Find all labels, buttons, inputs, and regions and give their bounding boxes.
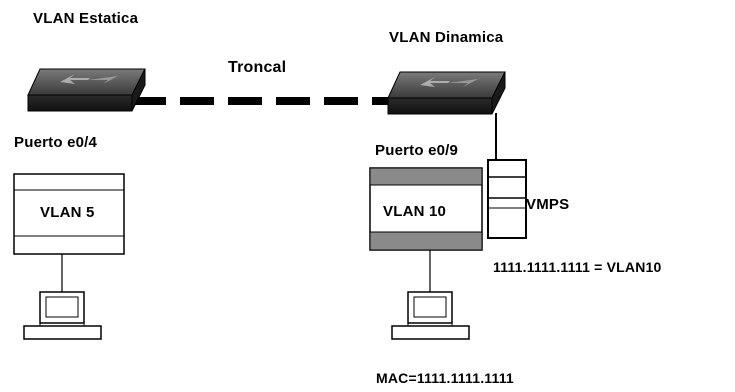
trunk-label: Troncal bbox=[228, 59, 287, 76]
left-title: VLAN Estatica bbox=[33, 10, 139, 27]
right-switch-icon bbox=[387, 71, 506, 115]
mac-vlan-mapping: 1111.1111.1111 = VLAN10 bbox=[493, 259, 662, 275]
right-port-label: Puerto e0/9 bbox=[375, 142, 459, 159]
vmps-label: VMPS bbox=[526, 196, 570, 213]
left-computer-icon bbox=[23, 291, 102, 340]
vmps-server-icon bbox=[487, 159, 527, 239]
mac-address-label: MAC=1111.1111.1111 bbox=[376, 370, 514, 386]
right-computer-icon bbox=[391, 291, 470, 340]
right-title: VLAN Dinamica bbox=[389, 29, 504, 46]
vlan10-box bbox=[369, 167, 483, 251]
left-switch-icon bbox=[27, 68, 146, 112]
left-port-label: Puerto e0/4 bbox=[14, 134, 98, 151]
vlan5-label: VLAN 5 bbox=[40, 204, 95, 221]
vlan10-label: VLAN 10 bbox=[383, 203, 447, 220]
vlan5-box bbox=[13, 173, 125, 255]
